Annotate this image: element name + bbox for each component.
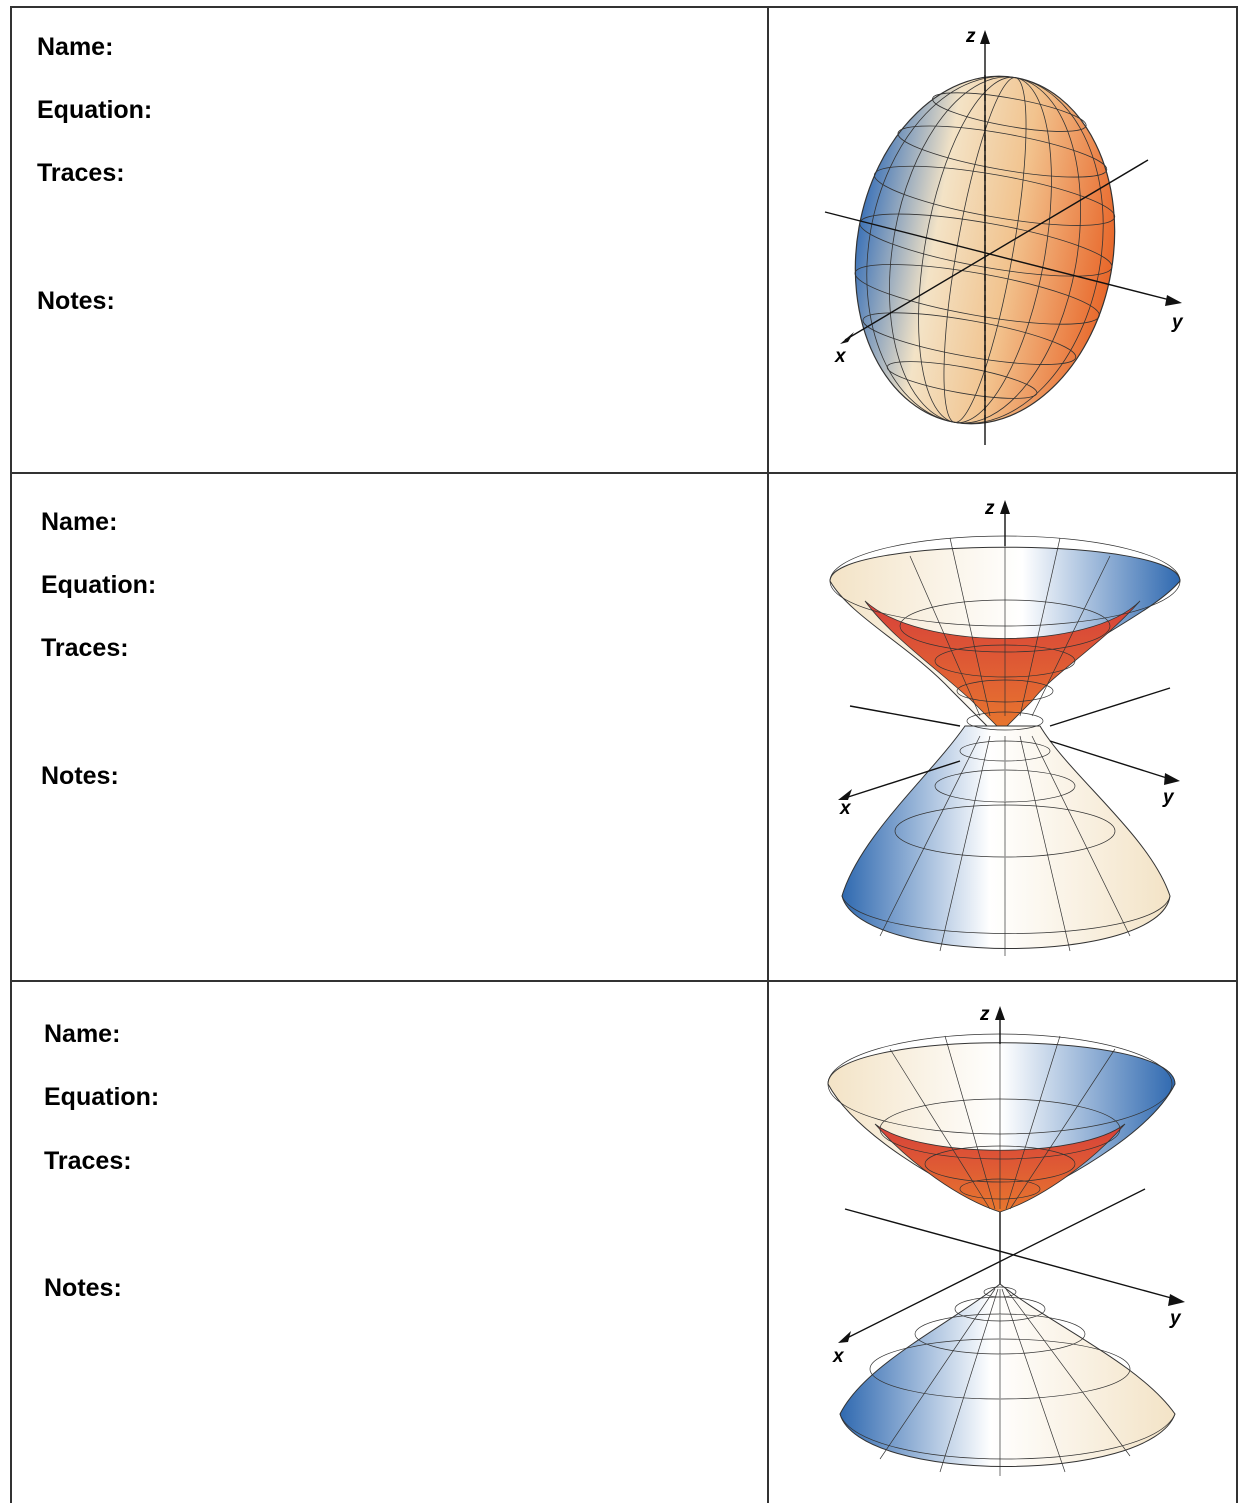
hyperboloid-mesh	[829, 535, 1181, 956]
hyperboloid-two-sheets-figure: z y x	[827, 1004, 1185, 1476]
x-axis-label: x	[832, 1346, 845, 1367]
name-label: Name:	[44, 1020, 121, 1048]
lower-sheet-surface	[839, 1283, 1176, 1467]
ellipsoid-figure: z y x	[824, 26, 1184, 445]
notes-label: Notes:	[41, 762, 119, 790]
hyperboloid-one-sheet-figure: z y x	[829, 498, 1181, 956]
z-axis-label: z	[984, 498, 995, 519]
x-axis-arrow-icon	[838, 1331, 851, 1343]
z-axis-label: z	[979, 1004, 990, 1025]
x-axis-arrow-icon	[840, 332, 854, 344]
ellipsoid-mesh	[854, 76, 1116, 424]
x-axis-label: x	[839, 798, 852, 819]
x-axis-arrow-icon	[838, 789, 852, 800]
name-label: Name:	[37, 33, 114, 61]
coordinate-axes	[824, 40, 1171, 445]
y-axis-label: y	[1162, 787, 1175, 808]
z-axis-arrow-icon	[1000, 500, 1010, 514]
lower-sheet-surface	[841, 725, 1171, 949]
name-label: Name:	[41, 508, 118, 536]
coordinate-axes	[844, 1014, 1176, 1429]
equation-label: Equation:	[37, 96, 153, 124]
table-border-left	[10, 6, 12, 1503]
y-axis-arrow-icon	[1165, 295, 1182, 306]
equation-label: Equation:	[44, 1083, 160, 1111]
table-border-right	[1236, 6, 1238, 1503]
row-divider-1	[10, 472, 1238, 474]
traces-label: Traces:	[44, 1147, 132, 1175]
y-axis-arrow-icon	[1164, 773, 1180, 785]
y-axis-label: y	[1169, 1308, 1182, 1329]
upper-sheet-interior	[864, 600, 1141, 732]
traces-label: Traces:	[41, 634, 129, 662]
z-axis-arrow-icon	[995, 1006, 1005, 1020]
y-axis-label: y	[1171, 312, 1184, 333]
y-axis-arrow-icon	[1168, 1294, 1185, 1306]
table-border-top	[10, 6, 1238, 8]
row-divider-2	[10, 980, 1238, 982]
notes-label: Notes:	[44, 1274, 122, 1302]
traces-label: Traces:	[37, 159, 125, 187]
z-axis-label: z	[965, 26, 976, 47]
equation-label: Equation:	[41, 571, 157, 599]
x-axis-label: x	[834, 346, 847, 367]
upper-sheet-mesh	[827, 1033, 1173, 1210]
notes-label: Notes:	[37, 287, 115, 315]
lower-sheet-mesh	[839, 1286, 1176, 1476]
z-axis-arrow-icon	[980, 30, 990, 44]
column-divider	[767, 6, 769, 1503]
